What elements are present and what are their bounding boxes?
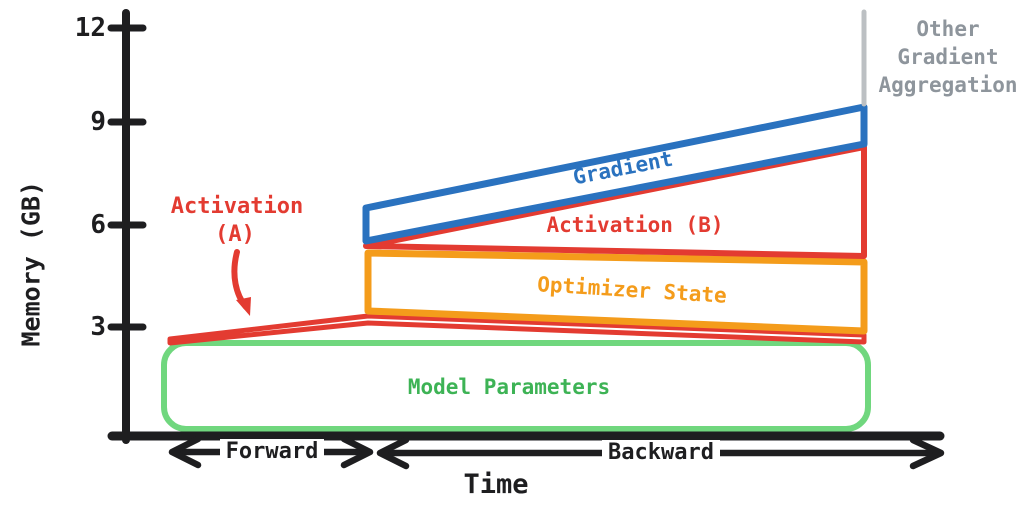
x-axis-label: Time <box>463 469 529 500</box>
model-parameters-region <box>161 340 871 432</box>
activation-a-label-line2: (A) <box>215 222 255 247</box>
activation-b-label: Activation (B) <box>546 213 724 237</box>
y-axis-label: Memory (GB) <box>16 180 46 347</box>
activation-a-label-line1: Activation <box>170 194 304 219</box>
optimizer-state-region <box>364 249 868 335</box>
backward-phase-label: Backward <box>571 440 751 465</box>
other-label-line3: Aggregation <box>878 73 1018 97</box>
forward-phase-text: Forward <box>219 439 325 464</box>
other-label-line2: Gradient <box>897 45 999 69</box>
forward-phase-label: Forward <box>192 439 352 464</box>
other-label-line1: Other <box>916 17 980 41</box>
activation-a-annotation-arrow <box>231 249 251 316</box>
gradient-region <box>362 103 868 245</box>
backward-phase-text: Backward <box>602 440 720 465</box>
y-tick-6: 6 <box>90 210 106 240</box>
model-parameters-label: Model Parameters <box>407 375 611 399</box>
y-tick-3: 3 <box>90 312 106 342</box>
activation-b-region <box>363 144 867 259</box>
y-tick-12: 12 <box>74 13 106 43</box>
activation-a-region <box>167 313 867 346</box>
y-tick-9: 9 <box>90 107 106 137</box>
other-gradient-aggregation-label: Other Gradient Aggregation <box>858 15 1024 99</box>
y-axis-ticks <box>107 24 147 331</box>
